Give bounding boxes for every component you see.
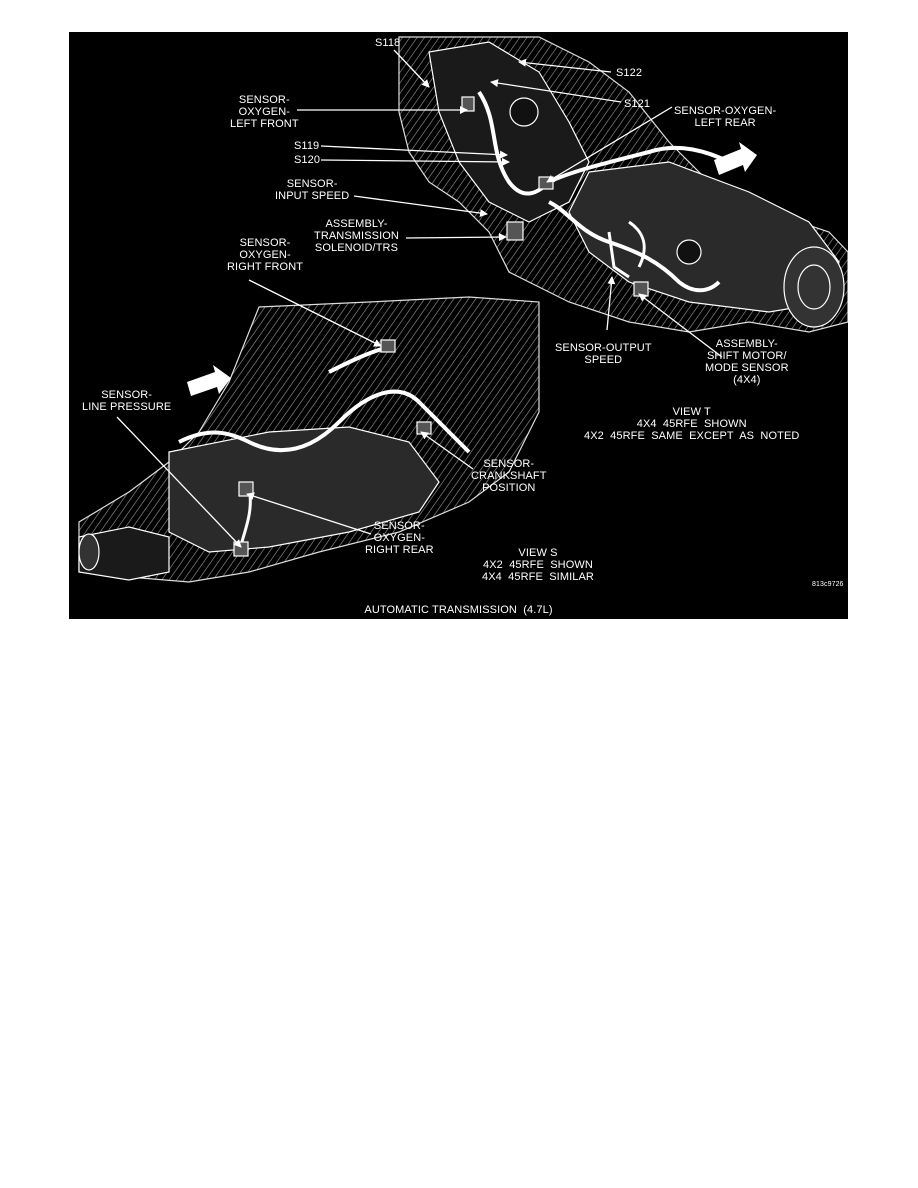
label-output-speed: SENSOR-OUTPUT SPEED [555, 342, 652, 366]
label-oxygen-right-front: SENSOR- OXYGEN- RIGHT FRONT [227, 237, 304, 273]
label-s121: S121 [624, 98, 651, 110]
view-s-caption: VIEW S 4X2 45RFE SHOWN 4X4 45RFE SIMILAR [482, 547, 594, 583]
label-transmission-solenoid: ASSEMBLY- TRANSMISSION SOLENOID/TRS [314, 218, 399, 254]
view-s-illustration [78, 296, 540, 583]
label-s122: S122 [616, 67, 643, 79]
label-oxygen-left-rear: SENSOR-OXYGEN- LEFT REAR [674, 105, 777, 129]
label-s120: S120 [294, 154, 321, 166]
label-oxygen-right-rear: SENSOR- OXYGEN- RIGHT REAR [365, 520, 434, 556]
diagram-figure: S118 S122 S121 SENSOR- OXYGEN- LEFT FRON… [69, 32, 848, 619]
label-oxygen-left-front: SENSOR- OXYGEN- LEFT FRONT [230, 94, 299, 130]
fwd-arrow-view-s [187, 365, 231, 396]
figure-caption: AUTOMATIC TRANSMISSION (4.7L) [364, 604, 553, 616]
label-line-pressure: SENSOR- LINE PRESSURE [82, 389, 172, 413]
label-crankshaft-position: SENSOR- CRANKSHAFT POSITION [471, 458, 547, 494]
label-s118: S118 [375, 37, 401, 49]
view-t-illustration [398, 36, 848, 333]
transmission-illustration [78, 36, 848, 583]
view-t-caption: VIEW T 4X4 45RFE SHOWN 4X2 45RFE SAME EX… [584, 406, 800, 442]
leader-lines [116, 49, 723, 548]
fwd-arrow-view-t [714, 142, 757, 175]
label-input-speed: SENSOR- INPUT SPEED [275, 178, 350, 202]
figure-id: 813c9726 [812, 581, 844, 588]
label-s119: S119 [294, 140, 320, 152]
label-shift-motor: ASSEMBLY- SHIFT MOTOR/ MODE SENSOR (4X4) [705, 338, 789, 386]
